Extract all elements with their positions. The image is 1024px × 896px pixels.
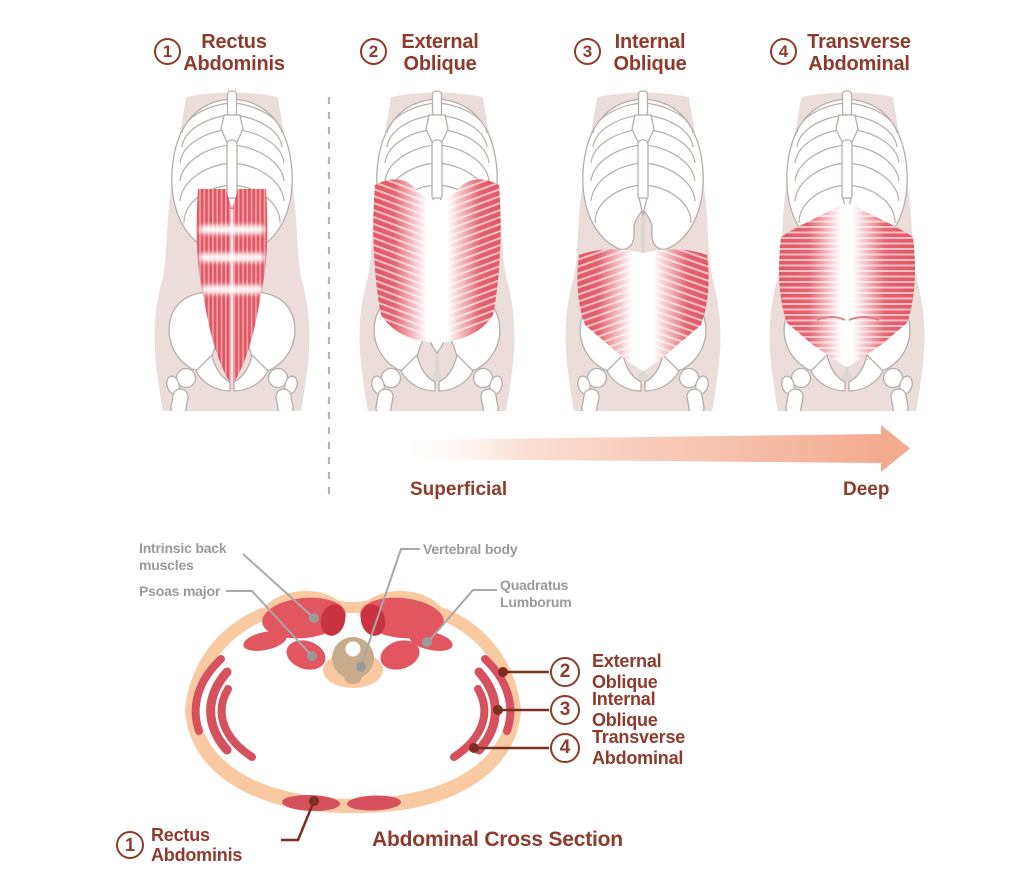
label-line2: Oblique — [592, 672, 658, 692]
label-quadratus-lumborum: Quadratus Lumborum — [500, 577, 572, 610]
panel-title-line1: Internal — [614, 31, 686, 53]
panel-title-line2: Abdominal — [808, 53, 910, 75]
label-vertebral-body: Vertebral body — [423, 541, 518, 558]
label-line1: External — [592, 651, 662, 671]
panel-title-line2: Oblique — [613, 53, 687, 75]
abdominal-cross-section-illustration — [185, 591, 521, 813]
panel-title-line1: Transverse — [807, 31, 911, 53]
label-line1: Intrinsic back — [139, 540, 227, 556]
panel-title-internal-oblique: Internal Oblique — [596, 31, 704, 75]
label-line1: Vertebral body — [423, 541, 518, 557]
dark-leader-lines — [281, 670, 549, 842]
xsec-label-transverse-abdominal: Transverse Abdominal — [592, 727, 685, 769]
circled-number-4: 4 — [770, 38, 797, 65]
gray-leader-dots — [307, 613, 432, 672]
circled-number-3: 3 — [574, 38, 601, 65]
label-line1: Psoas major — [139, 583, 221, 599]
circled-number-1: 1 — [154, 38, 181, 65]
xsec-label-rectus-abdominis: Rectus Abdominis — [151, 825, 242, 865]
superficial-to-deep-arrow — [406, 425, 910, 472]
xsec-label-internal-oblique: Internal Oblique — [592, 689, 658, 731]
gray-leader-lines — [226, 548, 497, 667]
label-line1: Internal — [592, 689, 656, 709]
xsec-label-external-oblique: External Oblique — [592, 651, 662, 693]
cross-section-title: Abdominal Cross Section — [372, 828, 623, 851]
label-line1: Rectus — [151, 825, 210, 845]
label-psoas-major: Psoas major — [139, 583, 220, 600]
deep-label: Deep — [843, 479, 890, 500]
superficial-label: Superficial — [410, 479, 508, 500]
label-line1: Quadratus — [500, 577, 569, 593]
panel-title-line1: External — [401, 31, 479, 53]
panel-title-line2: Abdominis — [183, 53, 285, 75]
panel-title-transverse-abdominal: Transverse Abdominal — [792, 31, 926, 75]
label-intrinsic-back-muscles: Intrinsic back muscles — [139, 540, 227, 573]
panel-title-external-oblique: External Oblique — [382, 31, 498, 75]
label-line2: Abdominis — [151, 845, 243, 865]
xsec-circled-number-2: 2 — [550, 657, 580, 687]
label-line2: Lumborum — [500, 593, 572, 610]
panel-title-rectus-abdominis: Rectus Abdominis — [176, 31, 292, 75]
dark-leader-dots — [309, 667, 508, 806]
panel-title-line1: Rectus — [201, 31, 267, 53]
circled-number-2: 2 — [360, 38, 387, 65]
label-line2: muscles — [139, 556, 194, 573]
label-line2: Abdominal — [592, 748, 684, 768]
xsec-circled-number-1: 1 — [116, 831, 144, 859]
label-line1: Transverse — [592, 727, 686, 747]
label-line2: Oblique — [592, 710, 658, 730]
panel-title-line2: Oblique — [403, 53, 477, 75]
xsec-circled-number-3: 3 — [550, 695, 580, 725]
xsec-circled-number-4: 4 — [550, 733, 580, 763]
